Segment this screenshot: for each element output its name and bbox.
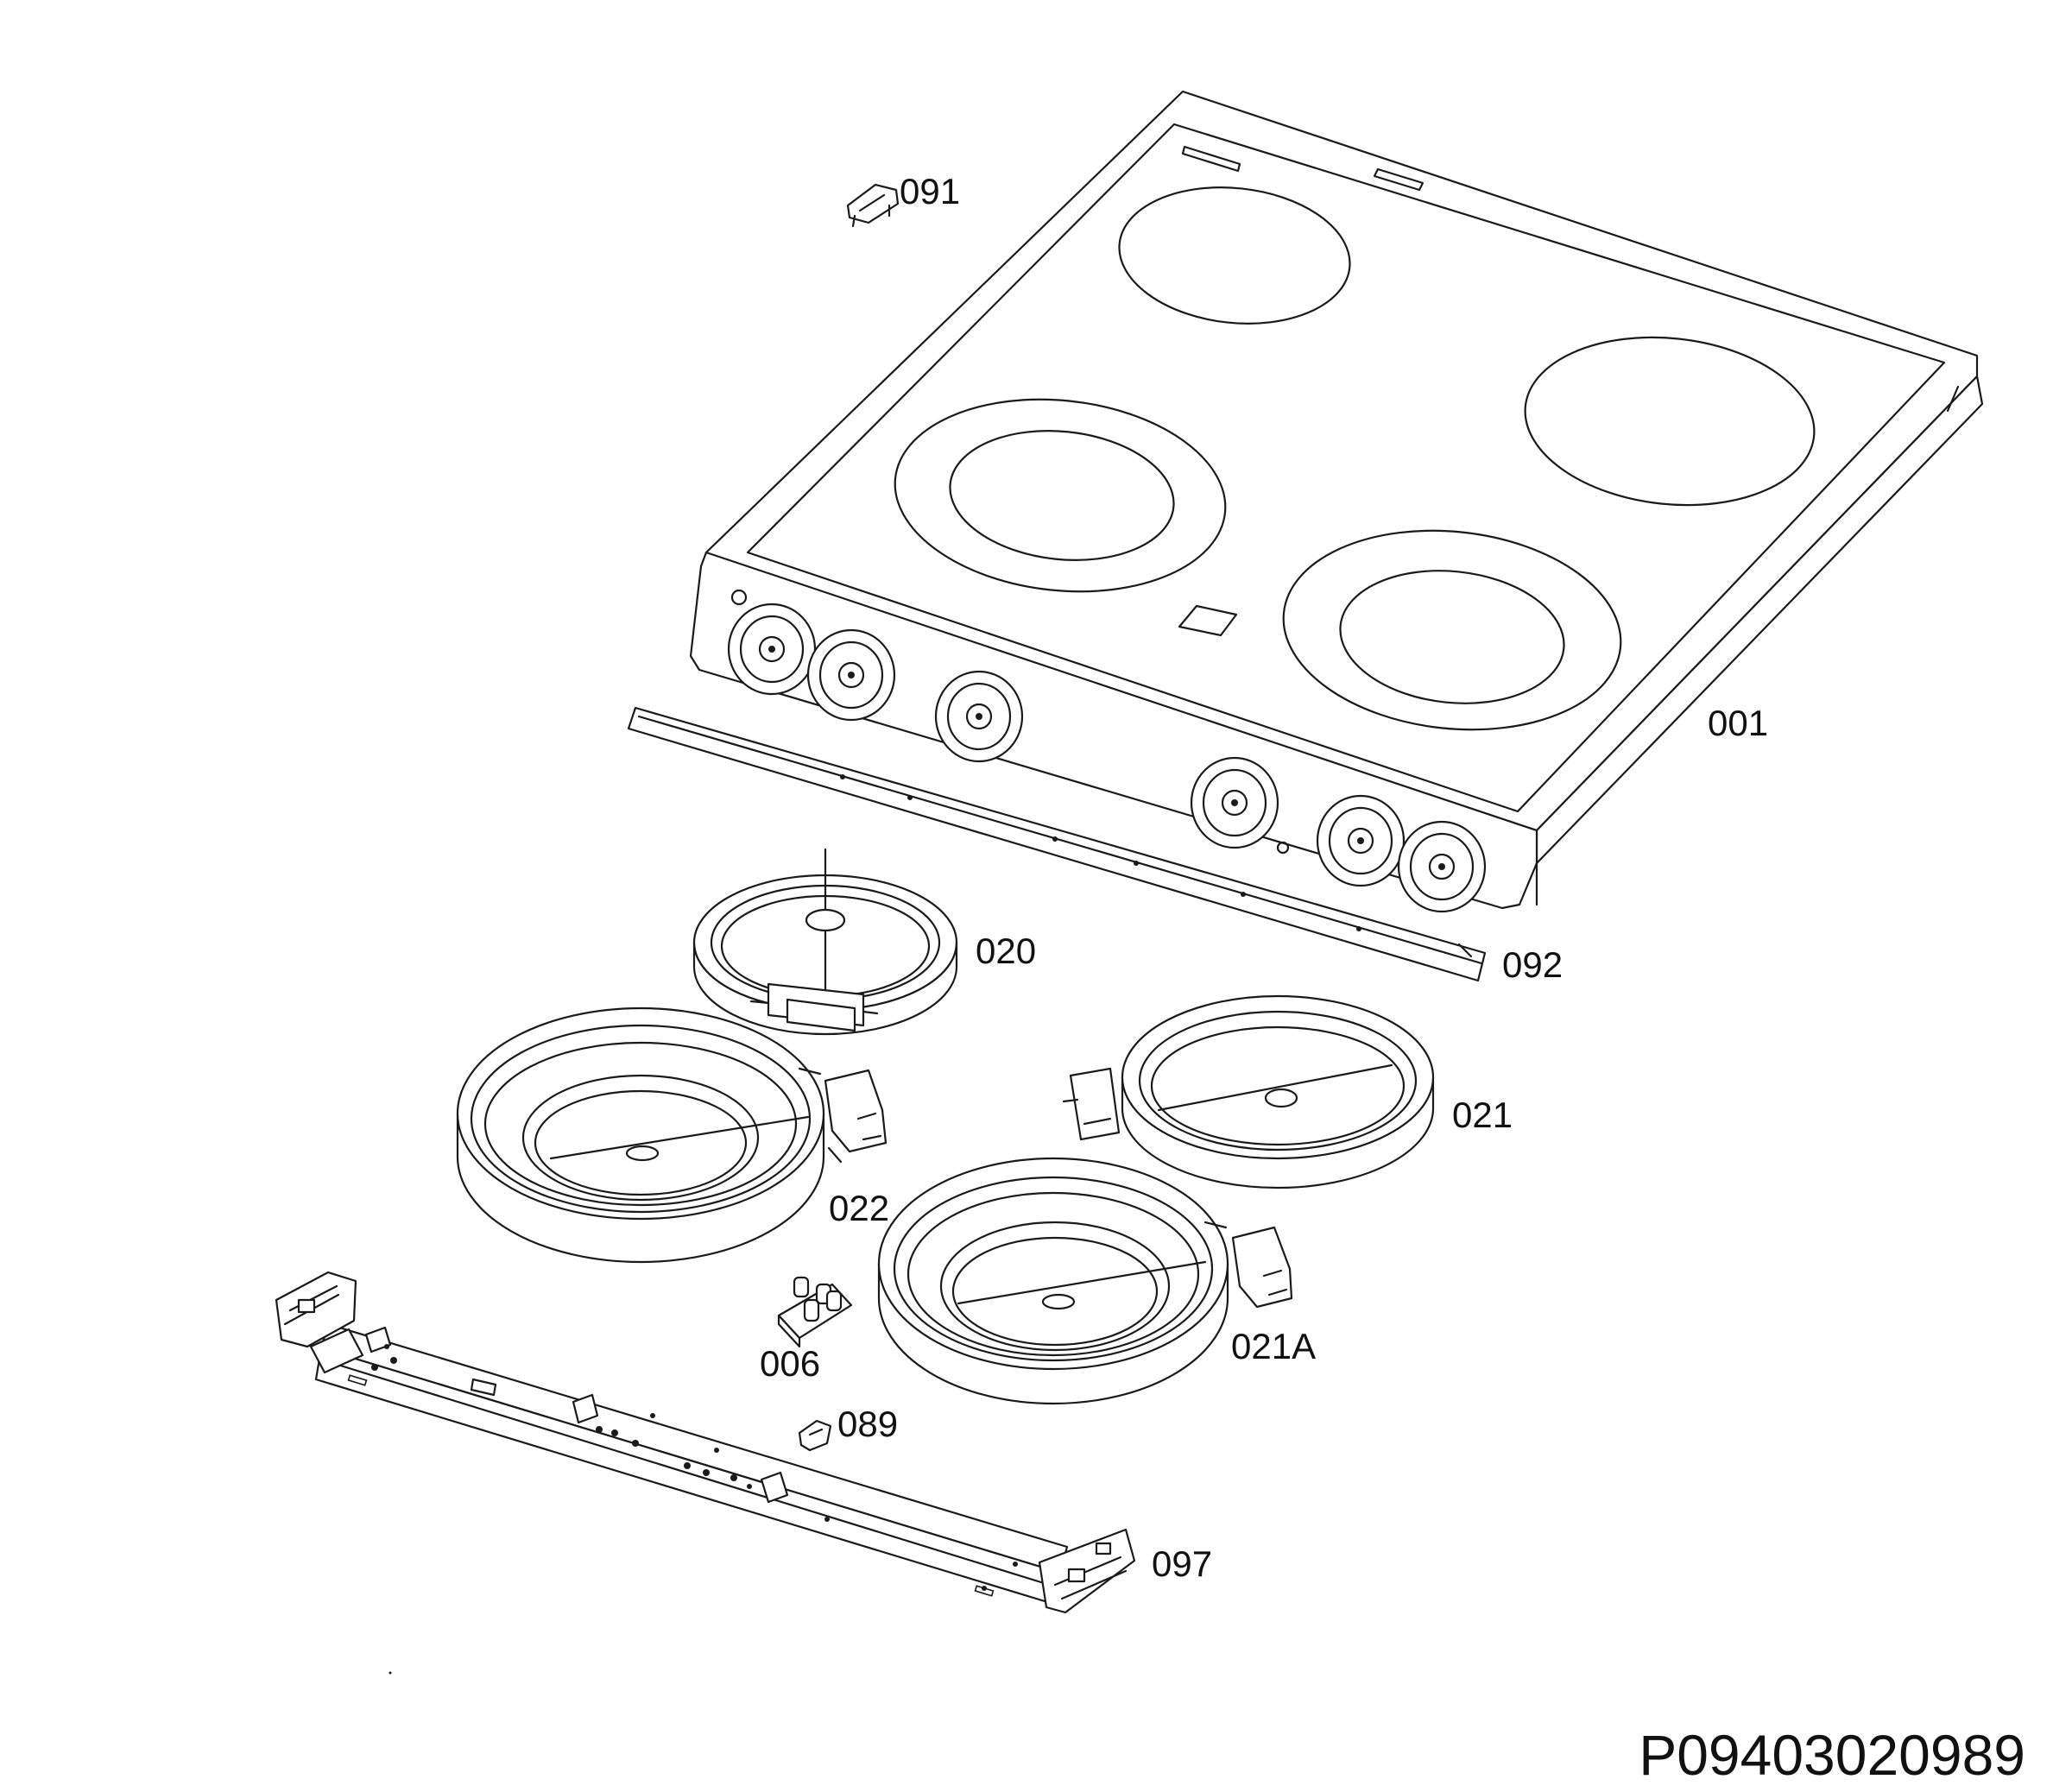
radiant-heater-right — [1062, 994, 1435, 1189]
label-020: 020 — [976, 931, 1036, 971]
knob-1 — [727, 603, 817, 696]
control-knobs — [727, 603, 1487, 913]
label-001: 001 — [1708, 703, 1768, 743]
terminal-block — [777, 1276, 853, 1348]
clip-top — [846, 183, 900, 228]
clip-bottom — [798, 1419, 832, 1452]
label-021A: 021A — [1231, 1326, 1316, 1366]
knob-6 — [1397, 820, 1487, 913]
label-092: 092 — [1502, 944, 1563, 985]
label-021: 021 — [1452, 1095, 1513, 1135]
knob-2 — [806, 628, 896, 722]
label-089: 089 — [837, 1404, 898, 1444]
drawing-code: P09403020989 — [1639, 1723, 2025, 1787]
label-022: 022 — [829, 1188, 889, 1228]
dual-heater-front — [877, 1157, 1293, 1405]
radiant-heater-small — [692, 848, 958, 1036]
knob-5 — [1316, 794, 1406, 887]
dual-heater-left — [456, 1006, 888, 1264]
cooktop-assembly — [689, 90, 1984, 910]
knob-3 — [934, 670, 1024, 763]
knob-4 — [1190, 756, 1279, 849]
label-097: 097 — [1152, 1543, 1212, 1584]
front-strip — [627, 706, 1487, 982]
label-006: 006 — [760, 1343, 820, 1384]
support-rail — [275, 1271, 1136, 1614]
part-labels: 091 001 020 092 021 022 006 021A 089 097 — [760, 171, 1768, 1584]
label-091: 091 — [900, 171, 960, 211]
